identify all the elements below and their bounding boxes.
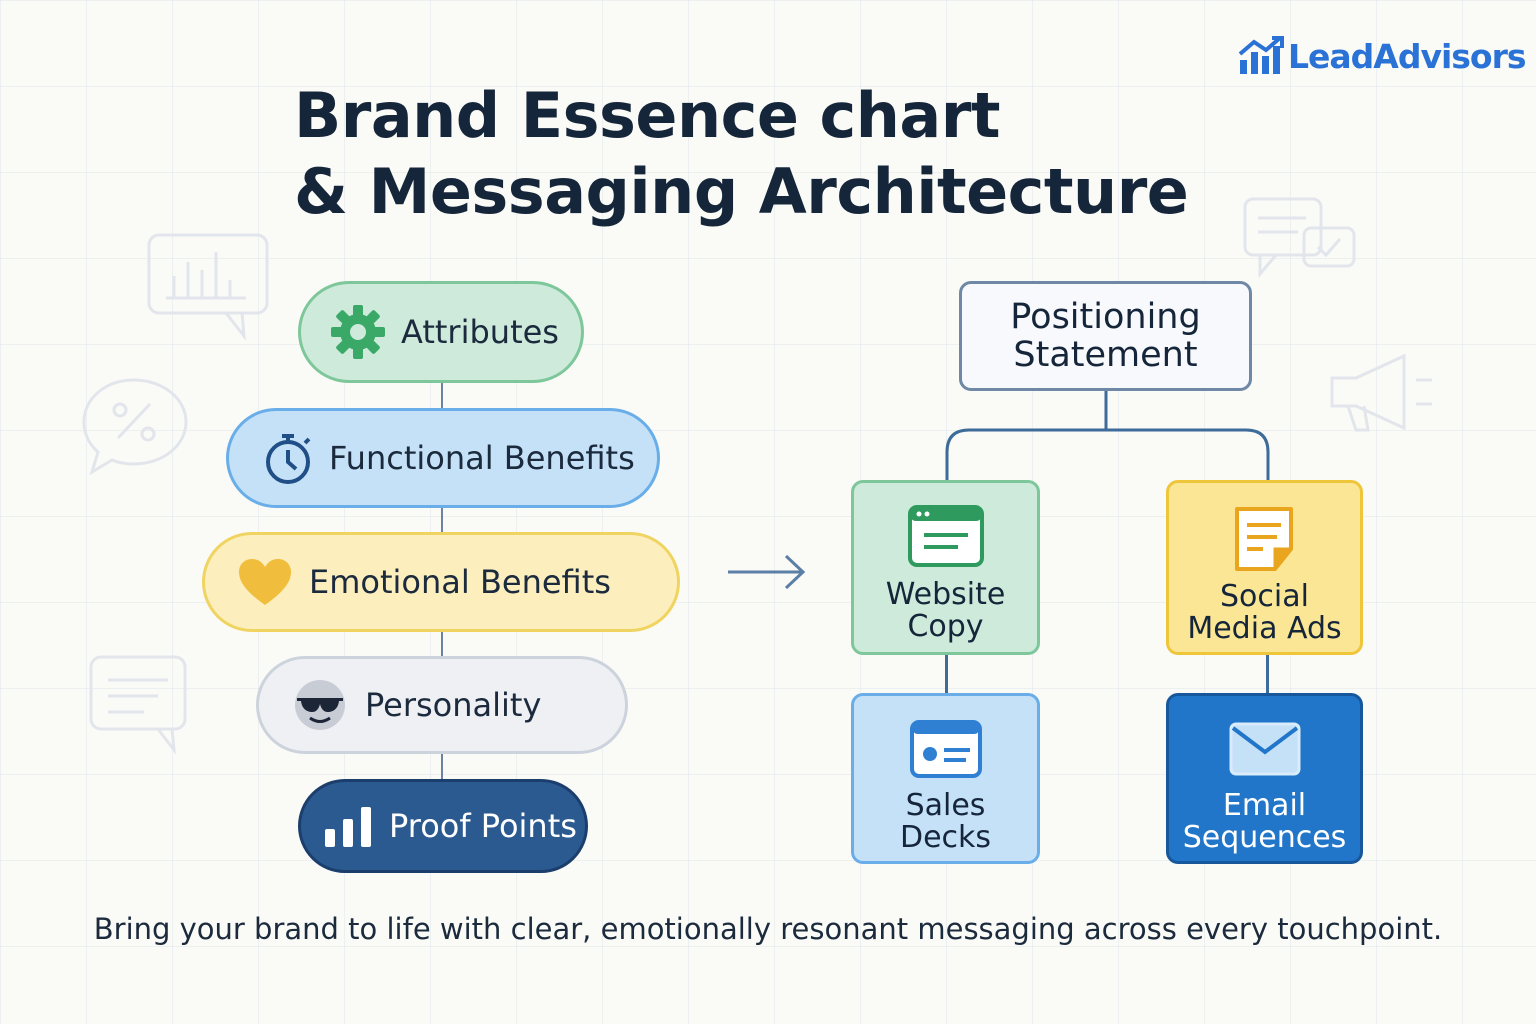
title-line-2: & Messaging Architecture — [294, 155, 1189, 228]
stack-connector — [441, 508, 443, 532]
gear-icon — [329, 303, 387, 361]
stack-connector — [441, 632, 443, 656]
percent-bubble-icon — [82, 376, 192, 476]
card-title-line-2: Sequences — [1182, 820, 1347, 855]
page-title: Brand Essence chart & Messaging Architec… — [294, 78, 1189, 230]
chat-lines-icon — [88, 654, 190, 754]
card-sales-decks: Sales Decks — [851, 693, 1040, 864]
card-title-line-2: Decks — [899, 820, 992, 855]
positioning-statement-box: Positioning Statement — [959, 281, 1252, 391]
rising-bars-icon — [1238, 36, 1284, 74]
pill-proof-points: Proof Points — [298, 779, 588, 873]
tree-connector — [945, 655, 948, 693]
envelope-icon — [1229, 722, 1301, 776]
tree-connector — [1266, 655, 1269, 693]
card-social-media-ads: Social Media Ads — [1166, 480, 1363, 655]
card-title-line-1: Sales — [905, 788, 986, 823]
megaphone-icon — [1326, 350, 1436, 434]
pill-label: Emotional Benefits — [309, 563, 611, 601]
tagline: Bring your brand to life with clear, emo… — [93, 912, 1443, 946]
brand-logo: LeadAdvisors — [1238, 34, 1527, 78]
card-title-line-1: Social — [1220, 579, 1309, 614]
id-card-icon — [909, 720, 982, 778]
stopwatch-icon — [261, 431, 315, 485]
note-icon — [1233, 505, 1297, 573]
bar-chart-icon — [323, 803, 375, 849]
card-title-line-1: Website — [885, 577, 1006, 612]
card-website-copy: Website Copy — [851, 480, 1040, 655]
card-title-line-1: Email — [1222, 788, 1307, 823]
card-title-line-2: Media Ads — [1187, 611, 1342, 646]
browser-window-icon — [907, 505, 984, 567]
pill-label: Personality — [365, 686, 542, 724]
arrow-right-icon — [726, 550, 808, 594]
pill-attributes: Attributes — [298, 281, 584, 383]
brand-name: LeadAdvisors — [1288, 36, 1527, 76]
tree-connector — [940, 390, 1280, 485]
pill-functional-benefits: Functional Benefits — [226, 408, 660, 508]
stack-connector — [441, 383, 443, 408]
pill-label: Functional Benefits — [329, 439, 635, 477]
chat-check-icon — [1242, 196, 1358, 280]
chat-chart-icon — [146, 232, 270, 342]
pill-emotional-benefits: Emotional Benefits — [202, 532, 680, 632]
pill-label: Attributes — [401, 313, 559, 351]
stack-connector — [441, 754, 443, 779]
positioning-line-1: Positioning — [1010, 297, 1201, 337]
sunglasses-face-icon — [293, 678, 347, 732]
card-title-line-2: Copy — [907, 609, 984, 644]
card-email-sequences: Email Sequences — [1166, 693, 1363, 864]
positioning-line-2: Statement — [1013, 335, 1198, 375]
pill-label: Proof Points — [389, 807, 577, 845]
heart-icon — [237, 557, 293, 607]
title-line-1: Brand Essence chart — [294, 79, 1000, 152]
pill-personality: Personality — [256, 656, 628, 754]
